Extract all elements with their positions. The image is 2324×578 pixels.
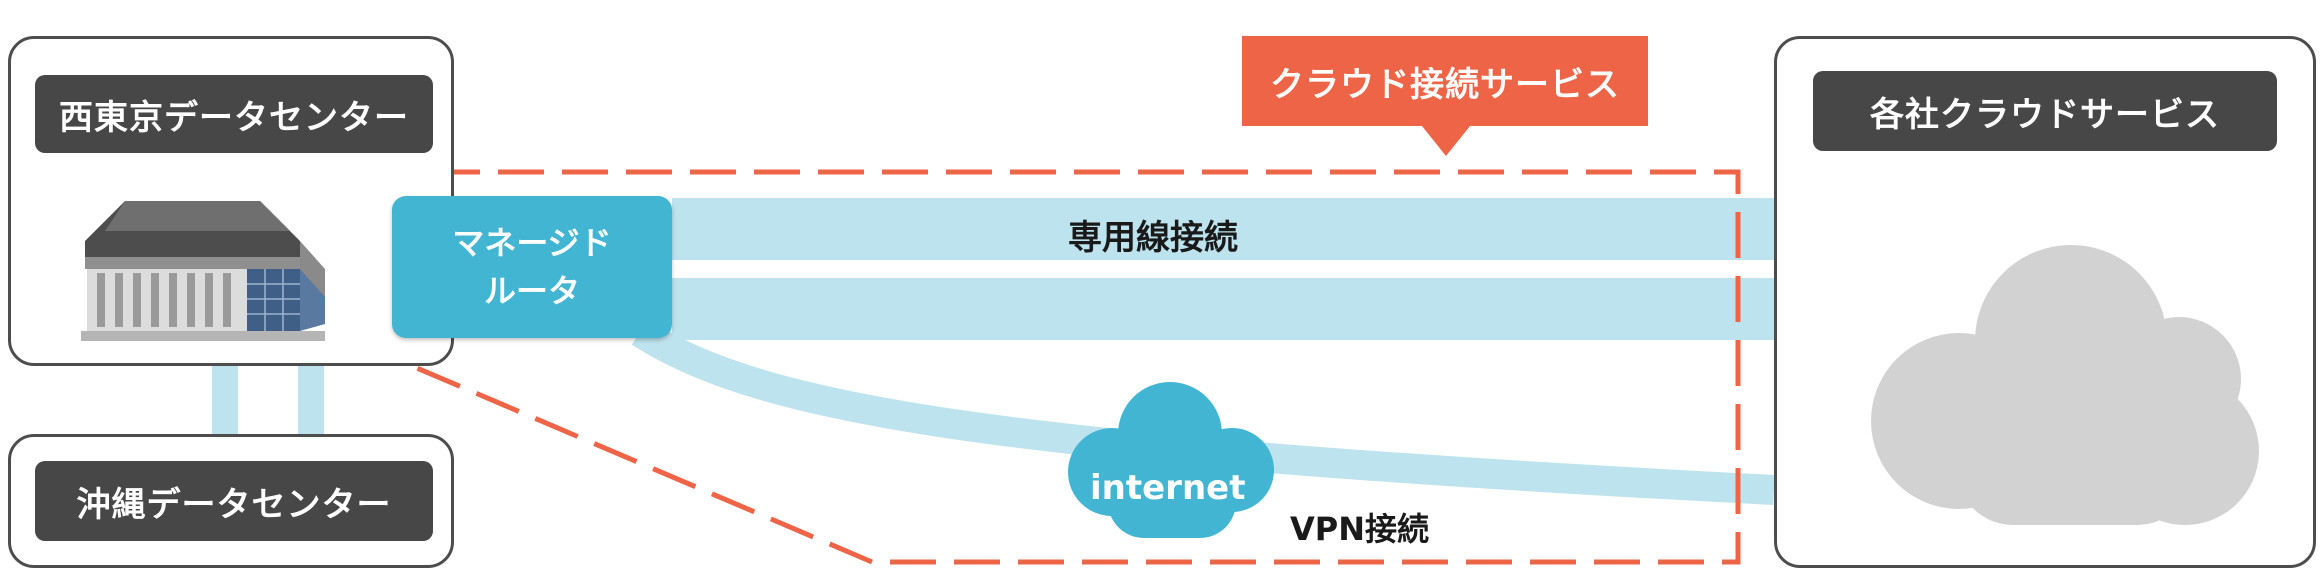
service-boundary [367,169,1741,565]
dedicated-line-label: 専用線接続 [1068,218,1238,258]
building-icon [81,201,325,341]
vpn-label: VPN接続 [1290,510,1430,548]
cloud-services-label: 各社クラウドサービス [1813,71,2277,151]
okinawa-dc-box: 沖縄データセンター [8,434,454,568]
internet-label: internet [1090,468,1246,508]
cloud-service-icon [1871,245,2259,525]
managed-router-label-1: マネージド [452,224,612,262]
cloud-services-box: 各社クラウドサービス [1774,36,2316,568]
dedicated-line-1 [672,198,1774,260]
managed-router: マネージド ルータ [392,196,672,338]
callout-pointer [1422,126,1470,156]
dc-link-left [212,362,238,434]
internet-cloud-icon [1068,382,1274,538]
managed-router-label-2: ルータ [483,272,580,310]
okinawa-dc-label: 沖縄データセンター [35,461,433,541]
dedicated-line-2 [672,278,1774,340]
vpn-line [631,319,1775,505]
west-tokyo-dc-label: 西東京データセンター [35,75,433,153]
dc-link-right [298,362,324,434]
cloud-connection-service-label: クラウド接続サービス [1242,36,1648,126]
west-tokyo-dc-box: 西東京データセンター [8,36,454,366]
